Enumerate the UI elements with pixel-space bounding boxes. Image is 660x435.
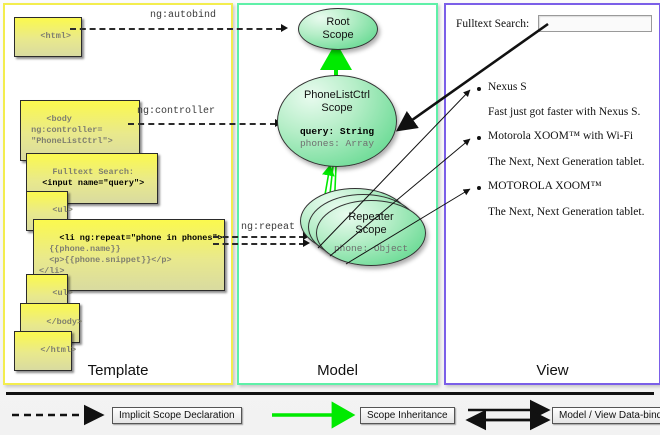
legend-item-model-view-data-binding: Model / View Data-binding xyxy=(552,407,660,424)
scope-root: Root Scope xyxy=(298,8,378,50)
view-item-title-1: Nexus S xyxy=(488,81,527,93)
code-box-body-open: <body ng:controller= "PhoneListCtrl"> xyxy=(20,100,140,162)
connector-line-ng-repeat-1 xyxy=(213,236,305,238)
connector-line-ng-repeat-2 xyxy=(213,243,305,245)
view-item-title-2: Motorola XOOM™ with Wi-Fi xyxy=(488,130,634,142)
legend-divider xyxy=(6,392,654,395)
connector-line-ng-controller xyxy=(128,123,276,125)
connector-arrowhead-ng-autobind xyxy=(281,24,288,32)
connector-label-ng-autobind: ng:autobind xyxy=(150,10,217,21)
view-bullet-1 xyxy=(477,87,481,91)
code-box-html-close: </html> xyxy=(14,331,76,371)
connector-label-ng-controller: ng:controller xyxy=(137,106,216,117)
view-item-snippet-1: Fast just got faster with Nexus S. xyxy=(488,106,641,118)
view-search-input[interactable] xyxy=(538,15,652,32)
legend-item-implicit-scope-declaration: Implicit Scope Declaration xyxy=(112,407,242,424)
column-view: View xyxy=(444,3,660,385)
column-label-template: Template xyxy=(87,362,149,379)
view-item-snippet-2: The Next, Next Generation tablet. xyxy=(488,156,645,168)
code-box-html-open: <html> xyxy=(14,17,82,57)
legend-item-scope-inheritance: Scope Inheritance xyxy=(360,407,455,424)
view-search-label: Fulltext Search: xyxy=(456,18,530,30)
column-label-view: View xyxy=(536,362,569,379)
connector-line-ng-autobind xyxy=(70,28,282,30)
scope-repeater: Repeater Scope phone: Object xyxy=(316,200,426,266)
connector-arrowhead-ng-repeat-2 xyxy=(303,239,310,247)
view-bullet-2 xyxy=(477,136,481,140)
view-bullet-3 xyxy=(477,186,481,190)
column-label-model: Model xyxy=(317,362,358,379)
scope-phonelistctrl: PhoneListCtrl Scope query: String phones… xyxy=(277,75,397,167)
view-item-title-3: MOTOROLA XOOM™ xyxy=(488,180,602,192)
view-item-snippet-3: The Next, Next Generation tablet. xyxy=(488,206,645,218)
connector-label-ng-repeat: ng:repeat xyxy=(241,222,296,233)
